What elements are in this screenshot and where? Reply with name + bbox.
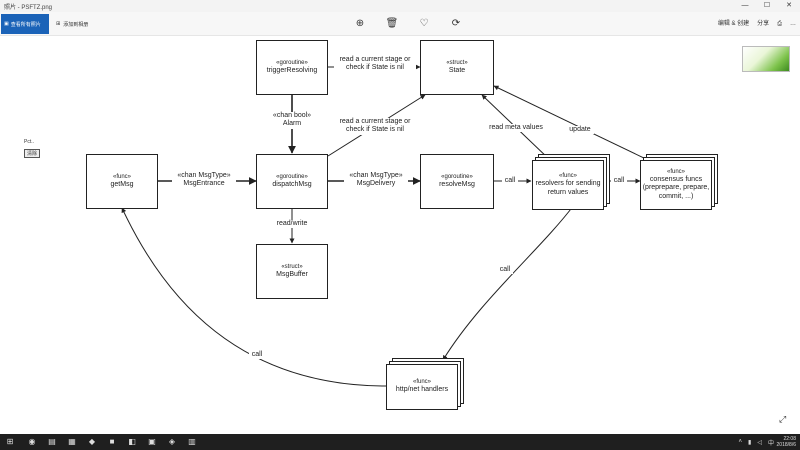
edit-create-button[interactable]: 编辑 & 创建: [717, 21, 750, 27]
app-icon[interactable]: ▣: [148, 437, 156, 446]
zoom-icon[interactable]: ⊕: [355, 18, 365, 29]
label-msg-entrance: «chan MsgType» MsgEntrance: [172, 172, 236, 189]
node-name: State: [448, 66, 466, 74]
chrome-icon[interactable]: ◉: [28, 437, 36, 446]
photos-icon: ▣: [4, 21, 9, 27]
os-taskbar: ⊞ ◉ ▤ ▦ ◆ ■ ◧ ▣ ◈ ▥ ˄ ▮ ◁ 中 22:08 2018/8…: [0, 434, 800, 450]
label-read-state-mid: read a current stage or check if State i…: [334, 118, 416, 135]
label-read-write: read/write: [272, 220, 312, 229]
input-method[interactable]: 中: [767, 440, 774, 447]
favorite-icon[interactable]: ♡: [419, 18, 429, 29]
maximize-button[interactable]: ☐: [763, 2, 771, 9]
volume-icon[interactable]: ◁: [757, 439, 762, 446]
system-tray: ˄ ▮ ◁ 中: [739, 434, 774, 450]
node-name: getMsg: [110, 180, 134, 188]
node-resolvers: «func» resolvers for sending return valu…: [532, 160, 604, 210]
clock-time: 22:08: [783, 436, 796, 442]
clear-button[interactable]: 清除: [24, 149, 41, 158]
node-consensus: «func» consensus funcs (preprepare, prep…: [640, 160, 712, 210]
node-name: consensus funcs (preprepare, prepare, co…: [642, 176, 710, 200]
node-stereotype: «struct»: [281, 263, 303, 270]
node-stereotype: «struct»: [446, 59, 468, 66]
rotate-icon[interactable]: ⟳: [451, 18, 461, 29]
edge-resolvers-http: [442, 204, 575, 361]
vscode-icon[interactable]: ◧: [128, 437, 136, 446]
label-read-state-top: read a current stage or check if State i…: [334, 56, 416, 73]
app-icon[interactable]: ◈: [168, 437, 176, 446]
preview-thumbnail[interactable]: [742, 46, 790, 72]
node-name: MsgBuffer: [276, 270, 308, 278]
label-alarm: «chan bool» Alarm: [268, 112, 316, 129]
node-name: resolvers for sending return values: [535, 180, 601, 196]
see-all-photos-button[interactable]: ▣ 查看所有照片: [1, 14, 49, 34]
side-widget-label: Pct..: [24, 139, 35, 145]
expand-icon[interactable]: ⤢: [779, 414, 787, 424]
taskbar-clock[interactable]: 22:08 2018/8/6: [777, 436, 796, 448]
add-to-album-label: 添加到相册: [63, 21, 89, 28]
label-msg-delivery: «chan MsgType» MsgDelivery: [344, 172, 408, 189]
minimize-button[interactable]: —: [741, 2, 749, 9]
label-call-http: call: [497, 266, 513, 275]
album-icon: ⊞: [56, 21, 61, 27]
label-update: update: [566, 126, 594, 135]
node-stereotype: «goroutine»: [276, 59, 308, 66]
node-stereotype: «func»: [112, 173, 131, 180]
start-icon[interactable]: ⊞: [6, 437, 14, 446]
node-stereotype: «func»: [412, 379, 431, 386]
node-name: dispatchMsg: [272, 180, 312, 188]
see-all-photos-label: 查看所有照片: [10, 21, 41, 28]
edge-http-getmsg: [121, 207, 387, 387]
node-state: «struct» State: [420, 40, 494, 95]
toolbar-right: 编辑 & 创建 分享 ⎙ …: [718, 16, 796, 32]
app-toolbar: ▣ 查看所有照片 ⊞ 添加到相册 ⊕ 🗑 ♡ ⟳ 编辑 & 创建 分享 ⎙ …: [0, 12, 800, 36]
node-name: http/net handlers: [395, 386, 449, 394]
label-call-resolvers: call: [502, 177, 518, 186]
window-titlebar: 照片 - PSFTZ.png — ☐ ✕: [0, 0, 800, 12]
node-trigger-resolving: «goroutine» triggerResolving: [256, 40, 328, 95]
explorer-icon[interactable]: ▤: [48, 437, 56, 446]
node-stereotype: «func»: [558, 173, 577, 180]
add-to-album-button[interactable]: ⊞ 添加到相册: [56, 14, 88, 34]
node-stereotype: «goroutine»: [276, 173, 308, 180]
delete-icon[interactable]: 🗑: [385, 18, 399, 29]
photos-app-icon[interactable]: ▥: [188, 437, 196, 446]
node-stereotype: «func»: [666, 168, 685, 175]
label-call-getmsg: call: [249, 351, 265, 360]
network-icon[interactable]: ▮: [748, 439, 752, 446]
node-name: triggerResolving: [266, 66, 318, 74]
share-button[interactable]: 分享: [757, 21, 770, 27]
node-http-handlers: «func» http/net handlers: [386, 364, 458, 410]
window-title: 照片 - PSFTZ.png: [4, 5, 53, 11]
label-read-meta: read meta values: [486, 124, 546, 133]
more-icon[interactable]: …: [790, 21, 796, 27]
edge-consensus-state: [493, 85, 649, 161]
label-call-consensus: call: [611, 177, 627, 186]
window-controls: — ☐ ✕: [734, 0, 800, 12]
app-icon[interactable]: ▦: [68, 437, 76, 446]
node-resolve-msg: «goroutine» resolveMsg: [420, 154, 494, 209]
app-icon[interactable]: ■: [109, 437, 115, 446]
print-icon[interactable]: ⎙: [777, 21, 782, 27]
tray-up-icon[interactable]: ˄: [738, 439, 743, 445]
clock-date: 2018/8/6: [776, 442, 796, 448]
toolbar-actions: ⊕ 🗑 ♡ ⟳: [352, 16, 464, 32]
node-dispatch-msg: «goroutine» dispatchMsg: [256, 154, 328, 209]
node-stereotype: «goroutine»: [441, 173, 473, 180]
node-name: resolveMsg: [439, 180, 475, 188]
node-getmsg: «func» getMsg: [86, 154, 158, 209]
node-msg-buffer: «struct» MsgBuffer: [256, 244, 328, 299]
side-widget: Pct.. 清除: [24, 139, 41, 158]
app-icon[interactable]: ◆: [88, 437, 96, 446]
close-button[interactable]: ✕: [786, 2, 792, 9]
